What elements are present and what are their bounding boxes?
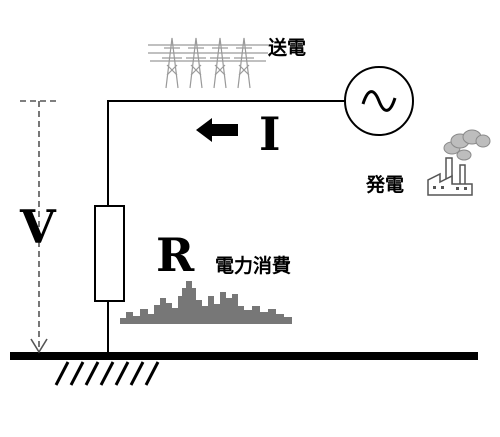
power-plant-icon (427, 129, 491, 196)
generation-label: 発電 (366, 174, 405, 196)
circuit-wire (107, 100, 345, 352)
current-label: I (259, 107, 281, 161)
ac-source-icon (344, 66, 414, 136)
resistor (94, 205, 125, 302)
voltage-arrow (20, 100, 58, 354)
resistance-label: R (156, 228, 195, 282)
voltage-label: V (20, 200, 56, 254)
city-skyline-icon (120, 281, 292, 324)
transmission-label: 送電 (268, 37, 307, 59)
transmission-tower-icon (148, 37, 268, 89)
ground-icon (10, 352, 478, 386)
consumption-label: 電力消費 (215, 255, 292, 277)
left-arrow-icon (196, 118, 238, 142)
